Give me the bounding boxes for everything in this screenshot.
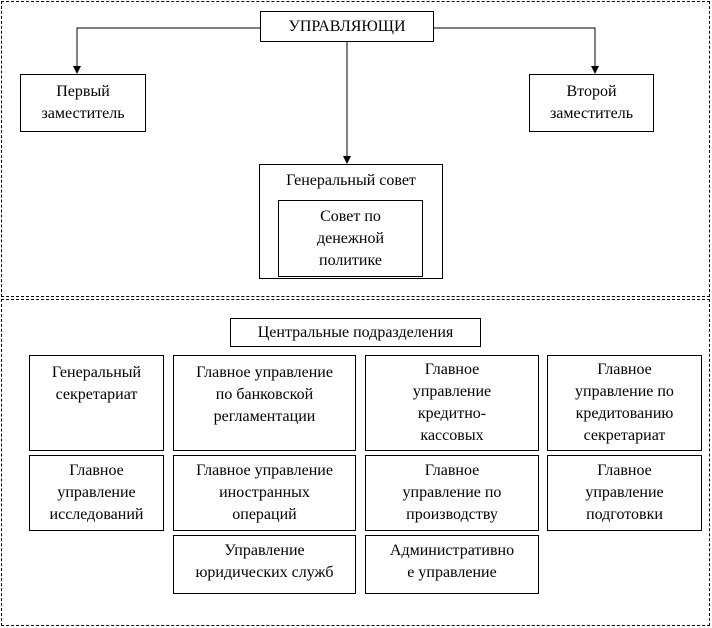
- unit-line: е управление: [407, 564, 497, 581]
- unit-line: управление: [585, 484, 664, 501]
- monetary-policy-council-line: Совет по: [320, 207, 381, 225]
- unit-crediting-secretariat: Главное управление по кредитованию секре…: [547, 355, 702, 451]
- first-deputy-line: заместитель: [41, 105, 125, 122]
- unit-line: Главное: [69, 462, 124, 479]
- monetary-policy-council-box: Совет по денежной политике: [278, 200, 423, 277]
- unit-line: кредитованию: [575, 405, 674, 422]
- unit-line: кредитно-: [417, 405, 487, 422]
- unit-line: регламентации: [213, 408, 316, 425]
- unit-line: управление по: [402, 484, 502, 501]
- unit-line: операций: [232, 506, 297, 523]
- unit-line: Главное управление: [196, 364, 333, 381]
- unit-line: по банковской: [215, 386, 314, 403]
- unit-line: Главное: [424, 462, 480, 479]
- second-deputy-box: Второй заместитель: [529, 74, 654, 132]
- unit-training: Главное управление подготовки: [547, 455, 702, 531]
- unit-line: управление: [412, 383, 492, 400]
- unit-foreign-operations: Главное управление иностранных операций: [173, 455, 356, 531]
- unit-line: подготовки: [586, 506, 663, 523]
- head-label: УПРАВЛЯЮЩИ: [288, 17, 406, 35]
- unit-line: Генеральный: [51, 364, 142, 381]
- unit-line: кассовых: [420, 427, 484, 444]
- unit-line: иностранных: [219, 484, 310, 501]
- first-deputy-line: Первый: [56, 83, 110, 100]
- unit-line: Главное: [424, 361, 480, 378]
- unit-line: Административно: [389, 542, 515, 559]
- unit-credit-cash: Главное управление кредитно- кассовых: [365, 355, 539, 451]
- unit-line: юридических служб: [195, 564, 334, 581]
- general-council-label: Генеральный совет: [286, 172, 416, 189]
- central-units-title-box: Центральные подразделения: [230, 318, 481, 347]
- unit-line: Главное управление: [196, 462, 333, 479]
- unit-line: исследований: [49, 506, 144, 523]
- unit-line: секретариат: [583, 427, 666, 444]
- bottom-panel: [1, 299, 710, 626]
- unit-line: Главное: [597, 361, 652, 378]
- unit-line: Главное: [597, 462, 652, 479]
- second-deputy-line: заместитель: [549, 105, 634, 122]
- unit-general-secretariat: Генеральный секретариат: [29, 355, 164, 451]
- unit-legal-services: Управление юридических служб: [173, 535, 356, 594]
- unit-line: секретариат: [55, 386, 138, 403]
- unit-production: Главное управление по производству: [365, 455, 539, 531]
- top-panel: [1, 1, 710, 297]
- monetary-policy-council-line: политике: [319, 251, 382, 269]
- unit-line: Управление: [224, 542, 305, 559]
- unit-banking-regulation: Главное управление по банковской регламе…: [173, 355, 356, 451]
- unit-line: управление по: [575, 383, 674, 400]
- head-box: УПРАВЛЯЮЩИ: [260, 11, 434, 42]
- unit-line: производству: [406, 506, 498, 523]
- first-deputy-box: Первый заместитель: [20, 74, 146, 132]
- unit-research: Главное управление исследований: [29, 455, 164, 531]
- second-deputy-line: Второй: [566, 83, 617, 100]
- unit-line: управление: [57, 484, 136, 501]
- central-units-title: Центральные подразделения: [257, 323, 454, 341]
- monetary-policy-council-line: денежной: [316, 229, 385, 247]
- unit-administrative: Административно е управление: [365, 535, 539, 594]
